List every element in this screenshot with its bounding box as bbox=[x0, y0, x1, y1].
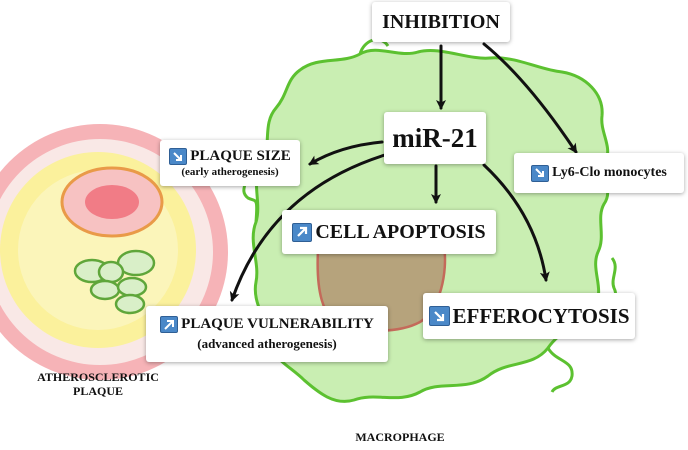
macrophage-caption: MACROPHAGE bbox=[330, 430, 470, 444]
plaque-vulnerability-box: PLAQUE VULNERABILITY (advanced atherogen… bbox=[146, 306, 388, 362]
foam-cell bbox=[97, 260, 125, 284]
foam-cell bbox=[116, 276, 148, 298]
plaque-size-sublabel: (early atherogenesis) bbox=[181, 166, 279, 178]
foam-cell bbox=[89, 279, 121, 301]
mir21-label: miR-21 bbox=[392, 122, 478, 153]
edge-mir21-plaque-size bbox=[308, 140, 384, 166]
ly6clo-box: Ly6-Clo monocytes bbox=[514, 153, 684, 193]
cell-apoptosis-box: CELL APOPTOSIS bbox=[282, 210, 496, 254]
edge-mir21-efferocytosis bbox=[482, 163, 550, 282]
lumen-blood bbox=[85, 185, 139, 219]
cell-apoptosis-label: CELL APOPTOSIS bbox=[315, 220, 486, 243]
inhibition-box: INHIBITION bbox=[372, 2, 510, 42]
atherosclerotic-plaque-caption: ATHEROSCLEROTIC PLAQUE bbox=[18, 370, 178, 399]
plaque-caption-line1: ATHEROSCLEROTIC bbox=[37, 370, 159, 384]
mir21-box: miR-21 bbox=[384, 112, 486, 164]
plaque-vulnerability-sublabel: (advanced atherogenesis) bbox=[197, 336, 337, 351]
foam-cells bbox=[73, 249, 156, 315]
arrow-down-right-icon bbox=[531, 164, 550, 182]
arrow-down-right-icon bbox=[169, 148, 188, 165]
arrow-up-right-icon bbox=[292, 222, 313, 242]
edges bbox=[229, 42, 578, 302]
plaque-vulnerability-label: PLAQUE VULNERABILITY bbox=[181, 316, 374, 332]
macrophage-pseudopod bbox=[546, 347, 574, 393]
edge-inhibition-ly6clo bbox=[482, 42, 578, 154]
efferocytosis-label: EFFEROCYTOSIS bbox=[452, 303, 630, 328]
plaque-caption-line2: PLAQUE bbox=[72, 384, 123, 399]
macrophage-caption-label: MACROPHAGE bbox=[355, 430, 445, 444]
efferocytosis-box: EFFEROCYTOSIS bbox=[423, 293, 635, 339]
plaque-size-box: PLAQUE SIZE (early atherogenesis) bbox=[160, 140, 300, 186]
inhibition-label: INHIBITION bbox=[382, 10, 500, 33]
plaque-size-label: PLAQUE SIZE bbox=[190, 148, 291, 164]
foam-cell bbox=[114, 293, 146, 315]
ly6clo-label: Ly6-Clo monocytes bbox=[552, 165, 667, 180]
arrow-up-right-icon bbox=[160, 316, 179, 333]
edge-mir21-vulnerability bbox=[229, 152, 390, 302]
arrow-down-right-icon bbox=[428, 306, 450, 326]
